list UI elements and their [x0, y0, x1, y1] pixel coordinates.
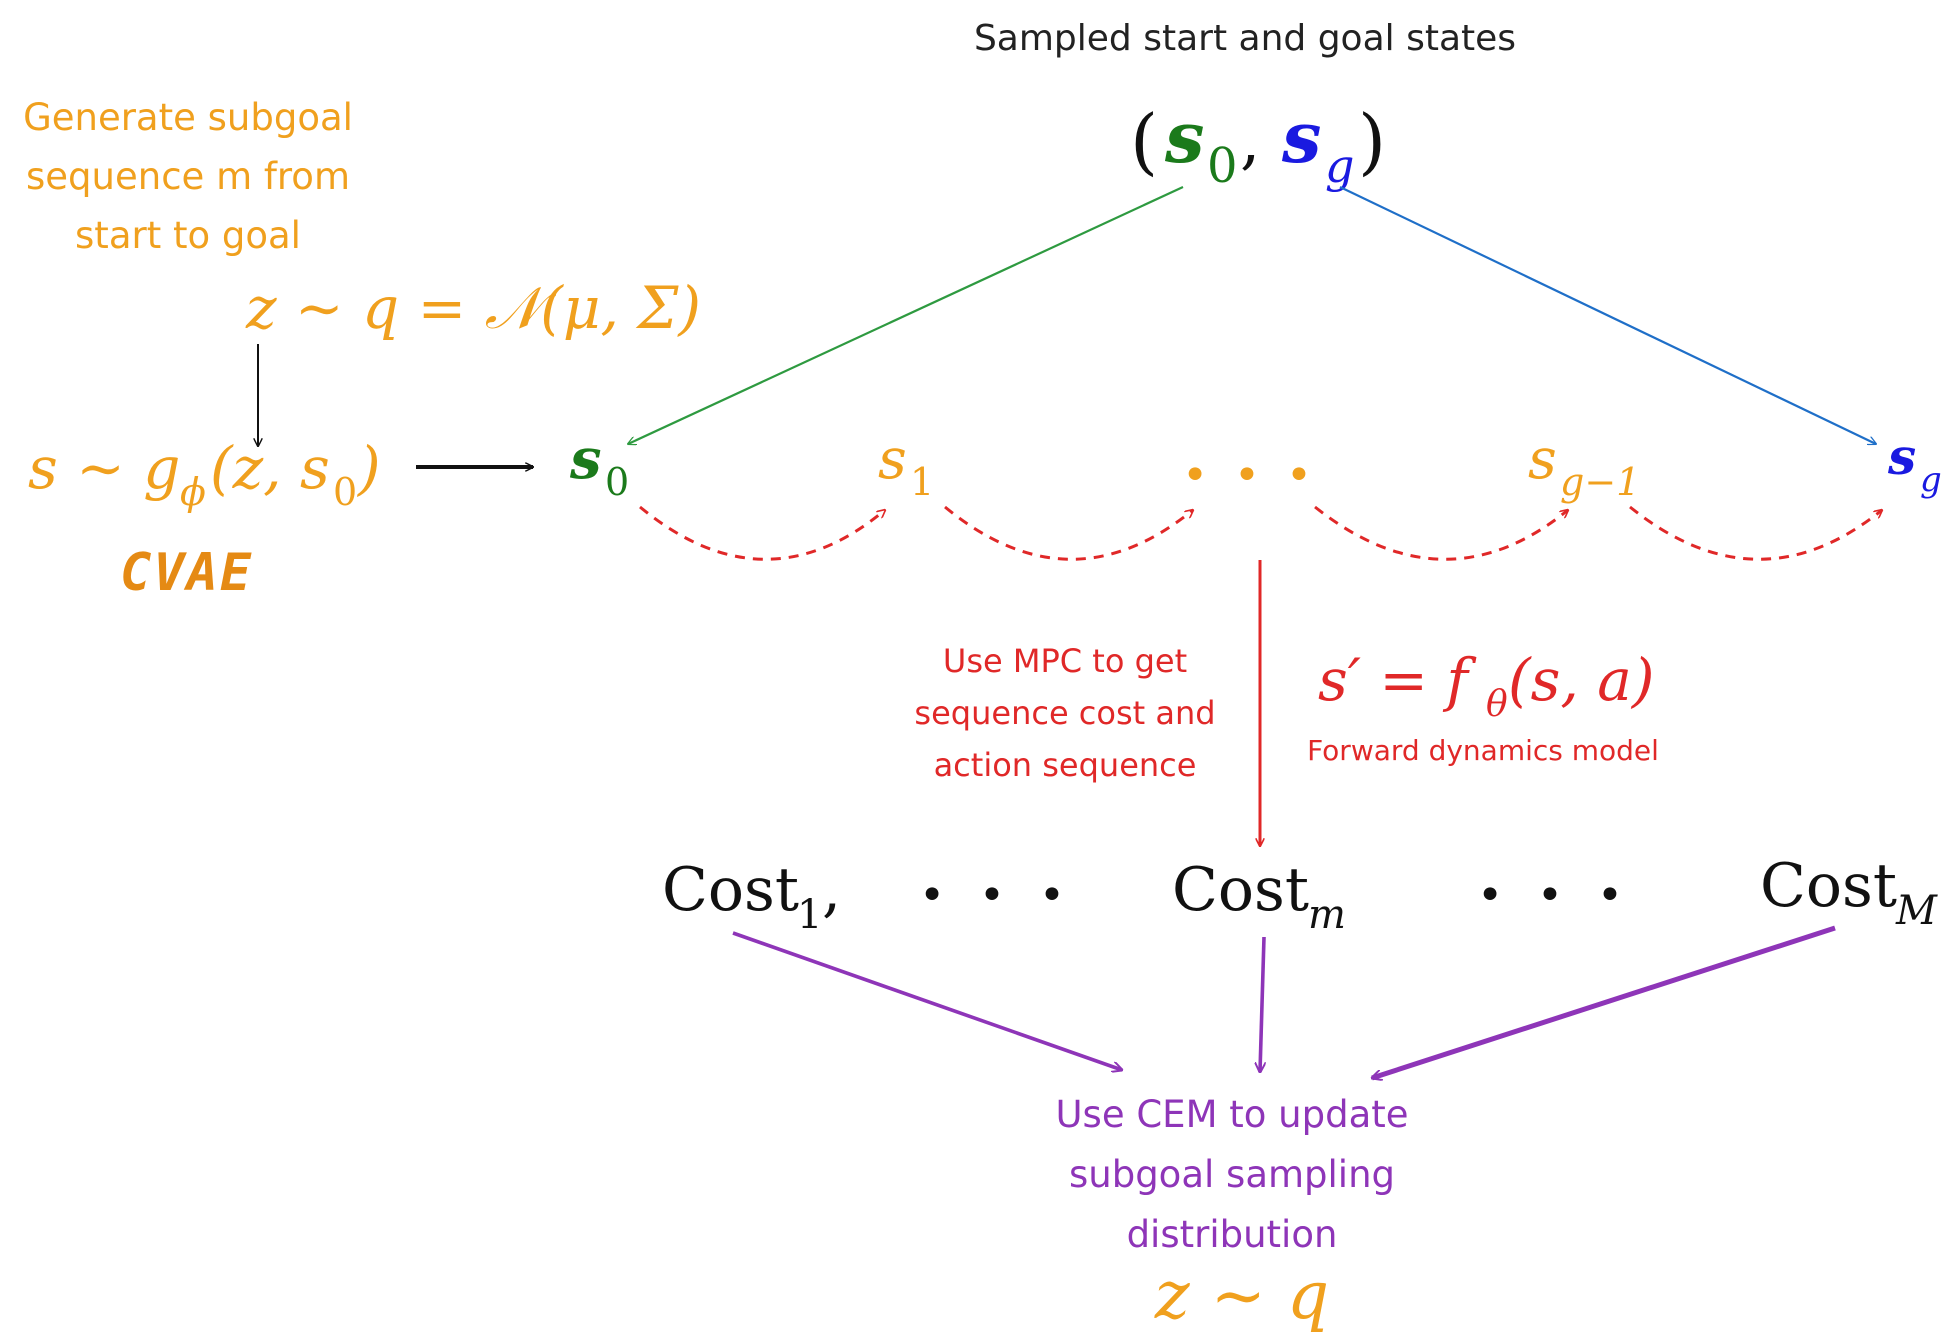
cost-M-label: Cost: [1760, 851, 1897, 921]
generator-equation: s ∼ g ϕ (z, s 0 ): [28, 434, 381, 514]
mpc-description-line-3: action sequence: [934, 746, 1197, 784]
cvae-label: CVAE: [120, 543, 253, 603]
cost-m-label: Cost: [1172, 855, 1309, 925]
chain-s0: s 0: [569, 426, 629, 504]
transition-arc-dots-sg1: [1314, 505, 1568, 561]
cost-m: Cost m: [1172, 855, 1346, 938]
costs-row: Cost 1 , • • • Cost m • • • Cost M: [662, 851, 1938, 938]
latent-distribution-equation: z ∼ q = 𝒩(μ, Σ): [245, 274, 701, 342]
dynamics-equation: s′ = f θ (s, a): [1318, 646, 1654, 725]
chain-ellipsis: • • •: [1182, 450, 1318, 501]
chain-s0-subscript: 0: [605, 460, 629, 504]
cost-M-to-cem-arrow: [1372, 925, 1836, 1078]
start-goal-tuple: ( s 0 , s g ): [1130, 96, 1386, 194]
tuple-s0-symbol: s: [1164, 96, 1204, 179]
dynamics-rhs: (s, a): [1508, 646, 1654, 714]
cost-M: Cost M: [1760, 851, 1938, 934]
cost-m-subscript: m: [1308, 892, 1346, 938]
chain-sg: s g: [1887, 427, 1942, 500]
mpc-description: Use MPC to get sequence cost and action …: [914, 642, 1215, 784]
generator-subscript: ϕ: [180, 470, 206, 514]
chain-sg-subscript: g: [1920, 460, 1942, 500]
chain-s1-symbol: s: [878, 427, 907, 492]
chain-s0-symbol: s: [569, 426, 602, 492]
chain-sg-minus-1: s g−1: [1528, 427, 1640, 504]
cost-1-subscript: 1: [797, 892, 822, 938]
dynamics-subscript: θ: [1486, 684, 1508, 725]
cost-1-to-cem-arrow: [732, 931, 1122, 1070]
costs-ellipsis-left: • • •: [919, 870, 1075, 921]
chain-sg-minus-1-symbol: s: [1528, 427, 1557, 492]
goal-arrow: [1339, 186, 1876, 444]
mpc-description-line-2: sequence cost and: [914, 694, 1215, 732]
cost-1-comma: ,: [822, 855, 841, 925]
chain-s1: s 1: [878, 427, 934, 504]
cost-1-label: Cost: [662, 855, 799, 925]
mpc-description-line-1: Use MPC to get: [943, 642, 1187, 680]
costs-ellipsis-right: • • •: [1477, 870, 1633, 921]
transition-arc-sg1-sg: [1629, 505, 1882, 561]
dynamics-lhs: s′ = f: [1318, 646, 1477, 714]
cost-1: Cost 1 ,: [662, 855, 841, 938]
header-title: Sampled start and goal states: [974, 18, 1516, 59]
tuple-s0-subscript: 0: [1207, 138, 1238, 194]
state-chain: s 0 s 1 • • • s g−1 s g: [569, 426, 1942, 504]
subgoal-description: Generate subgoal sequence m from start t…: [23, 96, 353, 257]
cem-description-line-2: subgoal sampling: [1069, 1153, 1395, 1196]
cem-description: Use CEM to update subgoal sampling distr…: [1055, 1093, 1408, 1256]
transition-arcs: [639, 505, 1882, 561]
chain-sg-symbol: s: [1887, 427, 1916, 486]
tuple-sg-subscript: g: [1325, 139, 1354, 193]
chain-sg-minus-1-subscript: g−1: [1560, 460, 1640, 504]
tuple-sg-symbol: s: [1281, 96, 1321, 179]
tuple-close-paren: ): [1358, 99, 1386, 183]
generator-rhs-subscript: 0: [333, 470, 357, 514]
subgoal-description-line-2: sequence m from: [26, 155, 350, 198]
tuple-open-paren: (: [1130, 99, 1158, 183]
cem-description-line-3: distribution: [1127, 1213, 1338, 1256]
tuple-comma: ,: [1240, 104, 1260, 178]
generator-lhs: s ∼ g: [28, 434, 180, 502]
generator-rhs: (z, s: [210, 434, 330, 502]
transition-arc-s0-s1: [639, 505, 885, 561]
start-arrow: [628, 186, 1184, 444]
cost-M-subscript: M: [1895, 888, 1938, 934]
chain-s1-subscript: 1: [910, 460, 934, 504]
cost-m-to-cem-arrow: [1260, 936, 1266, 1072]
generator-close-paren: ): [356, 434, 381, 502]
cem-equation: z ∼ q: [1154, 1257, 1329, 1334]
cem-description-line-1: Use CEM to update: [1055, 1093, 1408, 1136]
subgoal-description-line-1: Generate subgoal: [23, 96, 353, 139]
subgoal-description-line-3: start to goal: [75, 214, 301, 257]
transition-arc-s1-dots: [944, 505, 1193, 561]
dynamics-label: Forward dynamics model: [1307, 734, 1659, 767]
